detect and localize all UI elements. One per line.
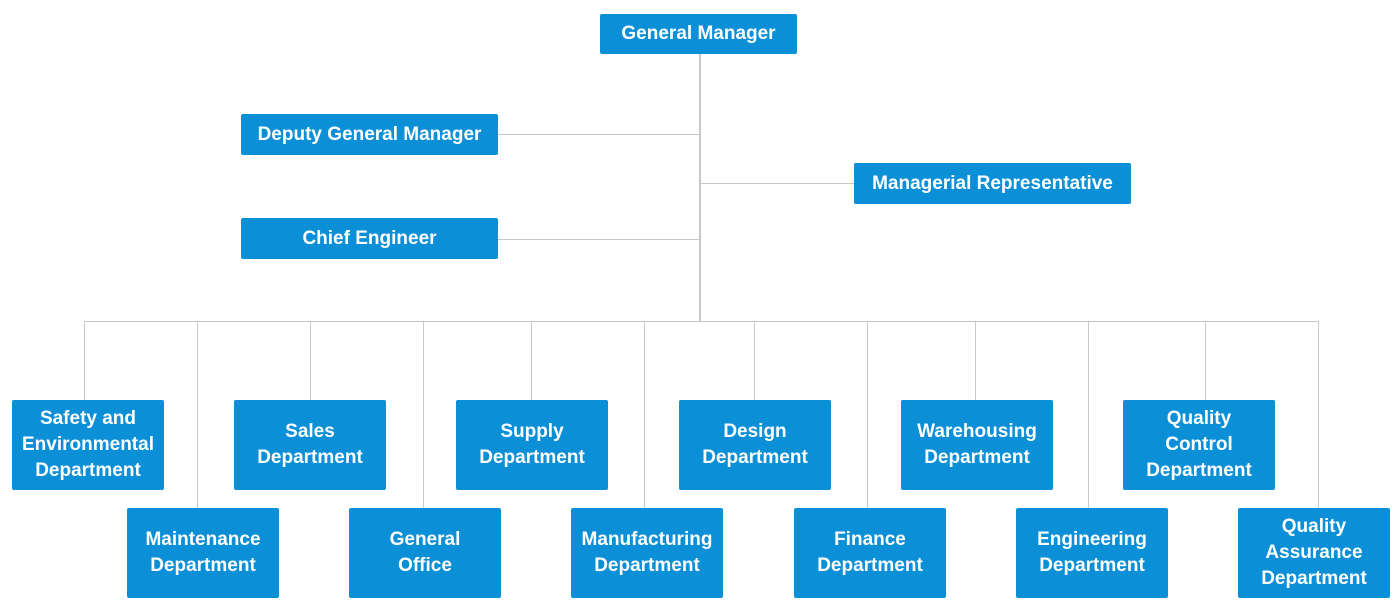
connector-departments-bus <box>84 321 1319 322</box>
connector-dept-design <box>754 321 755 401</box>
connector-chief-engineer <box>498 239 700 240</box>
department-box-engineering: Engineering Department <box>1016 508 1168 598</box>
connector-dept-quality-assurance <box>1318 321 1319 509</box>
department-box-safety-environmental: Safety and Environmental Department <box>12 400 164 490</box>
department-box-design: Design Department <box>679 400 831 490</box>
department-box-quality-control: Quality Control Department <box>1123 400 1275 490</box>
connector-dept-sales <box>310 321 311 401</box>
connector-dept-quality-control <box>1205 321 1206 401</box>
general-manager-box: General Manager <box>600 14 797 54</box>
department-box-manufacturing: Manufacturing Department <box>571 508 723 598</box>
department-box-quality-assurance: Quality Assurance Department <box>1238 508 1390 598</box>
department-box-sales: Sales Department <box>234 400 386 490</box>
connector-dept-supply <box>531 321 532 401</box>
connector-trunk <box>699 54 701 321</box>
connector-dept-safety <box>84 321 85 401</box>
connector-dept-finance <box>867 321 868 509</box>
connector-dept-engineering <box>1088 321 1089 509</box>
department-box-supply: Supply Department <box>456 400 608 490</box>
connector-dept-general-office <box>423 321 424 509</box>
connector-deputy <box>498 134 700 135</box>
department-box-finance: Finance Department <box>794 508 946 598</box>
connector-managerial-rep <box>700 183 854 184</box>
deputy-general-manager-box: Deputy General Manager <box>241 114 498 155</box>
managerial-representative-box: Managerial Representative <box>854 163 1131 204</box>
department-box-maintenance: Maintenance Department <box>127 508 279 598</box>
connector-dept-maintenance <box>197 321 198 509</box>
chief-engineer-box: Chief Engineer <box>241 218 498 259</box>
department-box-warehousing: Warehousing Department <box>901 400 1053 490</box>
connector-dept-manufacturing <box>644 321 645 509</box>
department-box-general-office: General Office <box>349 508 501 598</box>
connector-dept-warehousing <box>975 321 976 401</box>
